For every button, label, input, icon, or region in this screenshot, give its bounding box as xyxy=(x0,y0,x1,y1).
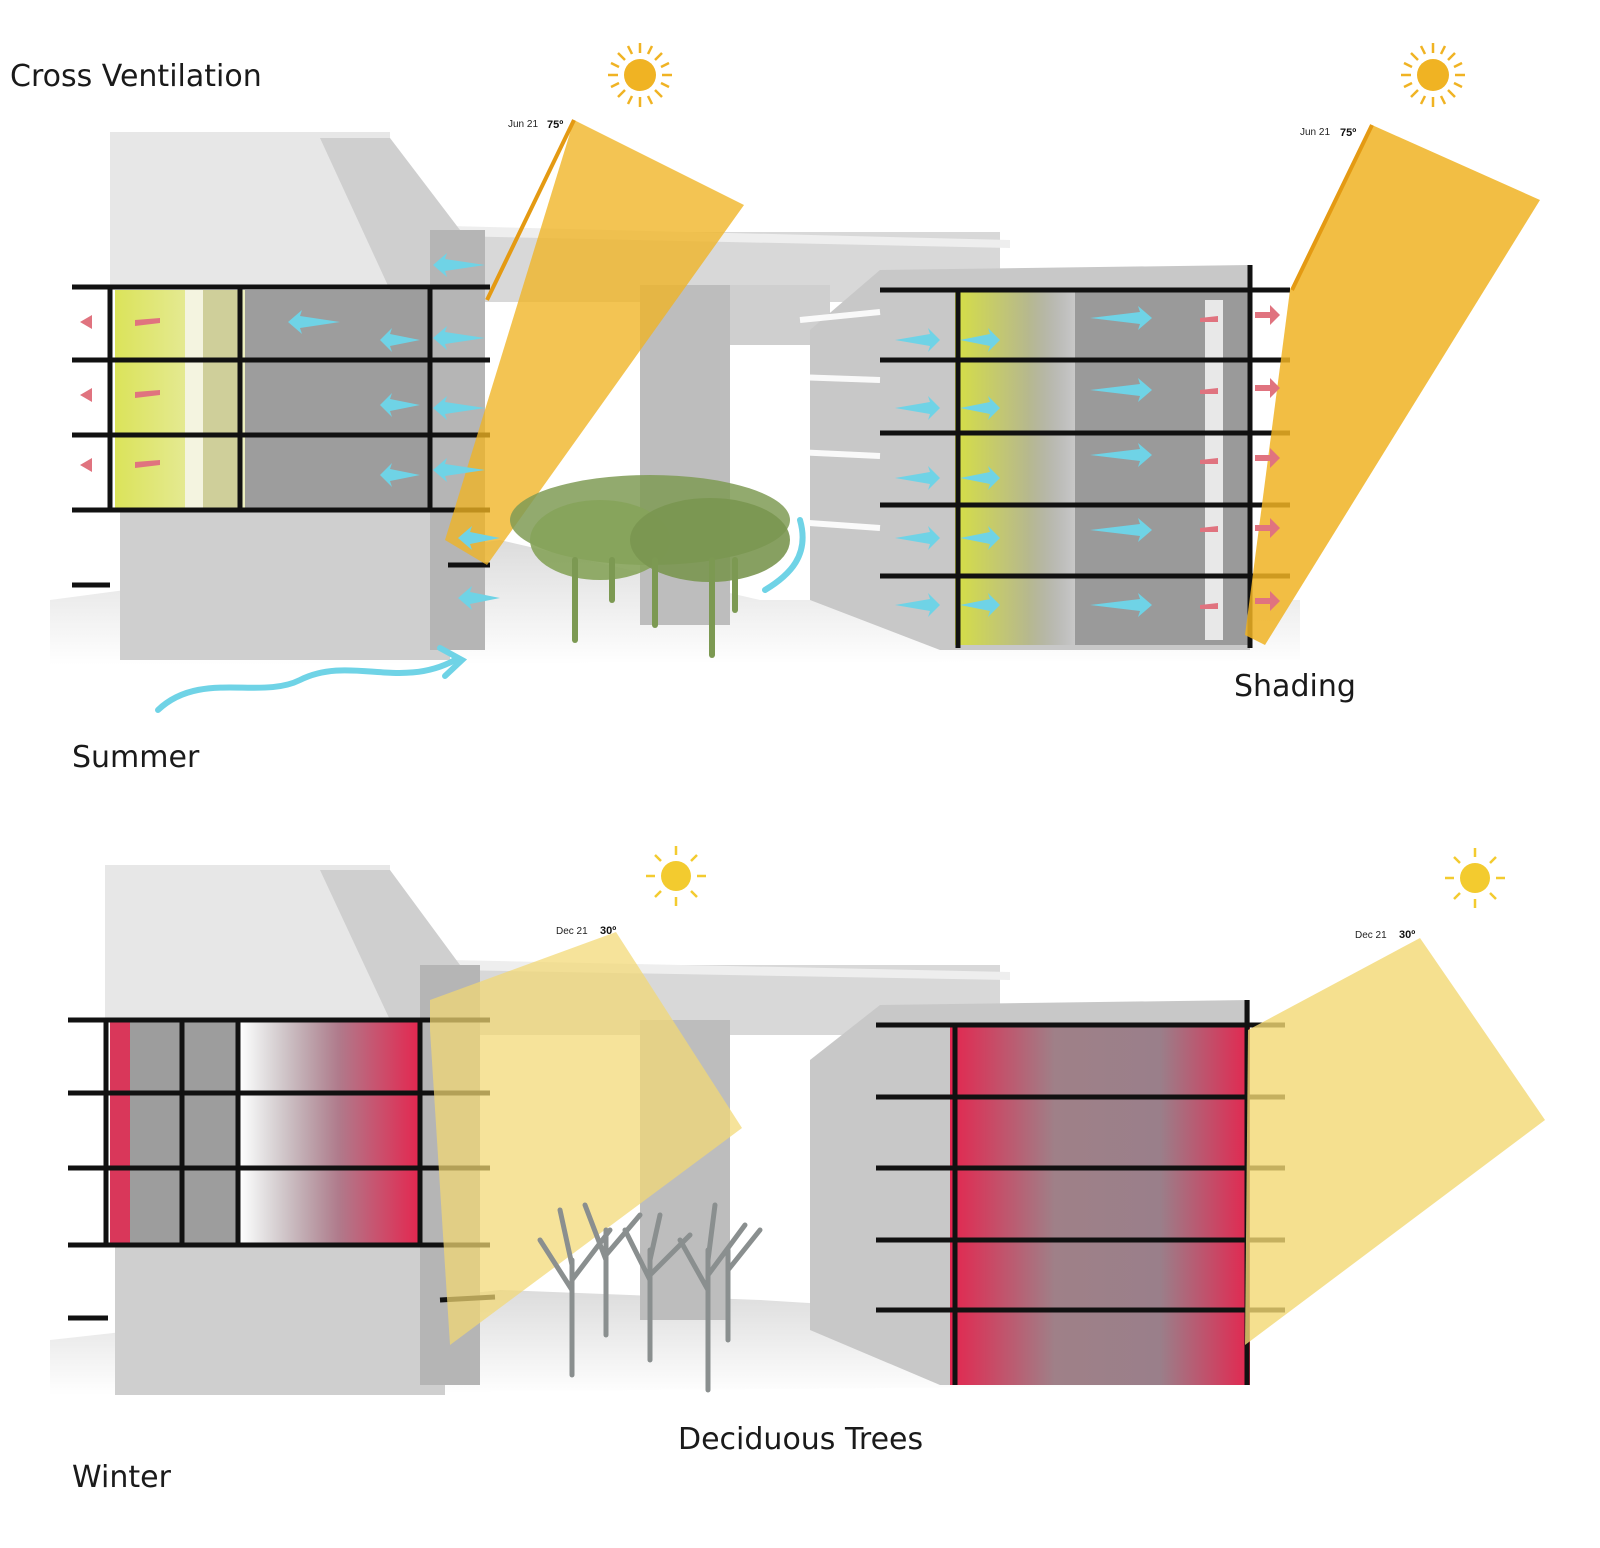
warm-room-glow xyxy=(950,1025,1250,1385)
summer-sun-right-date: Jun 21 xyxy=(1300,127,1330,138)
sun-icon xyxy=(646,846,706,906)
winter-label: Winter xyxy=(72,1460,172,1495)
summer-sun-right-angle: 75º xyxy=(1340,127,1356,139)
warm-room-glow xyxy=(240,1020,420,1245)
shading-label: Shading xyxy=(1234,669,1356,704)
cool-air-arrows xyxy=(288,253,1152,617)
right-building-winter xyxy=(810,1000,1285,1385)
deciduous-trees xyxy=(537,1202,763,1393)
left-building-winter xyxy=(68,865,496,1395)
summer-label: Summer xyxy=(72,740,200,775)
warm-air-arrows xyxy=(80,305,1280,611)
winter-sun-band-left xyxy=(430,932,742,1345)
winter-sun-right-date: Dec 21 xyxy=(1355,930,1387,941)
summer-sun-left-date: Jun 21 xyxy=(508,119,538,130)
cross-ventilation-label: Cross Ventilation xyxy=(10,59,262,94)
winter-sun-left-date: Dec 21 xyxy=(556,926,588,937)
cool-air-arrow-icon xyxy=(155,657,458,713)
summer-sun-band-left xyxy=(445,120,744,565)
floor-slabs xyxy=(880,265,1290,648)
summer-section: Jun 21 75º Jun 21 75º Cross Ventilation … xyxy=(10,43,1540,775)
floor-slabs xyxy=(72,284,490,588)
summer-trees xyxy=(510,475,790,658)
sunlit-room xyxy=(955,290,1075,645)
left-building-summer xyxy=(72,132,490,660)
winter-section: Dec 21 30º Dec 21 30º Deciduous Trees Wi… xyxy=(50,846,1545,1495)
sun-icon xyxy=(1401,43,1465,107)
deciduous-trees-label: Deciduous Trees xyxy=(678,1422,923,1457)
summer-sun-left-angle: 75º xyxy=(547,119,563,131)
warm-air-arrow-icon xyxy=(80,315,110,329)
warm-room-glow xyxy=(110,1020,130,1245)
sun-icon xyxy=(1445,848,1505,908)
winter-sun-right-angle: 30º xyxy=(1399,929,1415,941)
cool-air-arrow-icon xyxy=(380,328,420,352)
sun-icon xyxy=(608,43,672,107)
winter-sun-left-angle: 30º xyxy=(600,925,616,937)
cool-air-arrow-icon xyxy=(762,517,806,593)
summer-sun-band-right xyxy=(1245,125,1540,645)
floor-slabs xyxy=(68,1017,496,1321)
winter-sun-band-right xyxy=(1245,938,1545,1345)
right-building-summer xyxy=(794,265,1290,650)
